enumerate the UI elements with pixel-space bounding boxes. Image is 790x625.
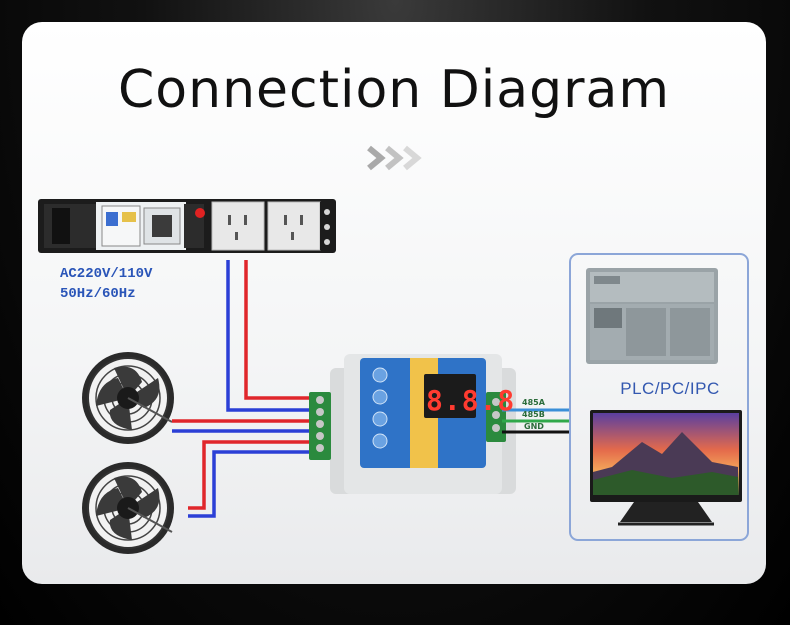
diagram-card: Connection Diagram	[22, 22, 766, 584]
bus-label-gnd: GND	[524, 422, 544, 431]
monitor-icon	[590, 410, 742, 526]
plc-icon	[586, 268, 718, 364]
fan-icon	[82, 462, 174, 554]
host-frame	[569, 253, 749, 541]
host-label: PLC/PC/IPC	[620, 379, 720, 398]
bus-label-485a: 485A	[522, 398, 545, 407]
rs485-wires	[502, 408, 570, 434]
frequency-text: 50Hz/60Hz	[60, 286, 136, 302]
chevron-right-icon	[367, 145, 422, 171]
temperature-controller	[309, 354, 516, 494]
power-wires	[172, 260, 318, 518]
fan-icon	[82, 352, 174, 444]
power-distribution-unit	[38, 199, 336, 253]
bus-label-485b: 485B	[522, 410, 545, 419]
power-spec-label: AC220V/110V 50Hz/60Hz	[60, 264, 152, 304]
controller-display: 8.8.8	[426, 384, 516, 417]
voltage-text: AC220V/110V	[60, 266, 153, 282]
page-title: Connection Diagram	[117, 60, 670, 120]
wiring-diagram	[38, 199, 749, 554]
